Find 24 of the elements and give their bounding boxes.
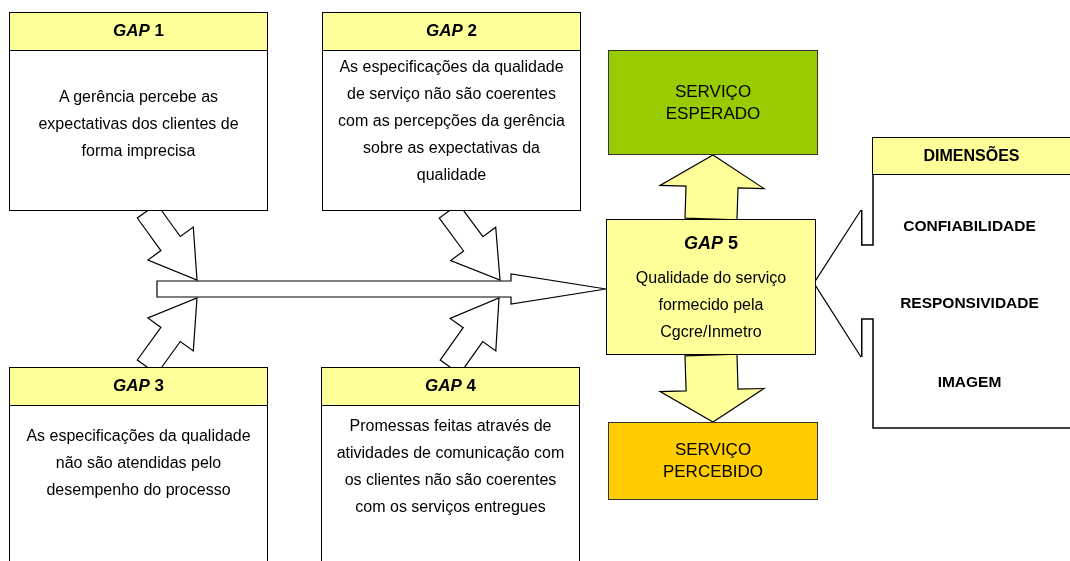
block-arrow <box>657 154 767 221</box>
gap-card <box>9 12 268 211</box>
service-box: SERVIÇO PERCEBIDO <box>608 422 818 500</box>
card-header: GAP 1 <box>10 13 267 51</box>
block-arrow <box>156 273 607 305</box>
card-header: GAP 4 <box>322 368 579 406</box>
card-header: GAP 2 <box>323 13 580 51</box>
service-box: SERVIÇO ESPERADO <box>608 50 818 155</box>
dimension-item: IMAGEM <box>937 373 1002 391</box>
gap-description: A gerência percebe as expectativas dos clientes de forma imprecisa <box>37 87 240 161</box>
dimension-item: CONFIABILIDADE <box>903 217 1036 235</box>
card-header: GAP 3 <box>10 368 267 406</box>
gap-card <box>606 219 816 355</box>
gap-description: Qualidade do serviço formecido pela Cgcre/Inmetro <box>634 268 788 342</box>
dimensions-header: DIMENSÕES <box>872 137 1070 175</box>
gap-description: Promessas feitas através de atividades de comunicação com os clientes não são coerentes com os serviços entregues <box>335 416 566 517</box>
gap-description: As especificações da qualidade de serviço não são coerentes com as percepções da gerência sobre as expectativas da qualidade <box>337 57 566 185</box>
gap-title: GAP 5 <box>684 232 738 255</box>
block-arrow <box>657 353 767 423</box>
dimension-item: RESPONSIVIDADE <box>900 294 1039 312</box>
gap-card <box>321 367 580 561</box>
gap-card <box>9 367 268 561</box>
gap-description: As especificações da qualidade não são atendidas pelo desempenho do processo <box>25 426 252 500</box>
gap-card <box>322 12 581 211</box>
